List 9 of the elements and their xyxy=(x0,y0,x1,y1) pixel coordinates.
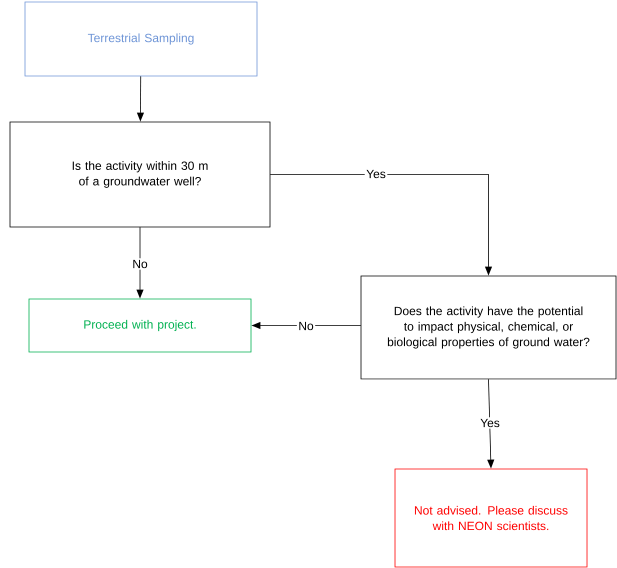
result-box: Not advised. Please discuss with NEON scientists. xyxy=(394,468,588,568)
process-box: Is the activity within 30 m of a groundwater well? xyxy=(10,122,270,228)
edge-label: Yes xyxy=(364,168,388,180)
edge-label: No xyxy=(130,258,150,270)
edge-label: Yes xyxy=(478,417,502,429)
start-box: Terrestrial Sampling xyxy=(24,2,258,76)
process-box: Does the activity have the potential to impact physical, chemical, or biological properties of ground water? xyxy=(360,276,616,380)
result-box: Proceed with project. xyxy=(28,298,252,352)
edge-label: No xyxy=(296,320,316,332)
